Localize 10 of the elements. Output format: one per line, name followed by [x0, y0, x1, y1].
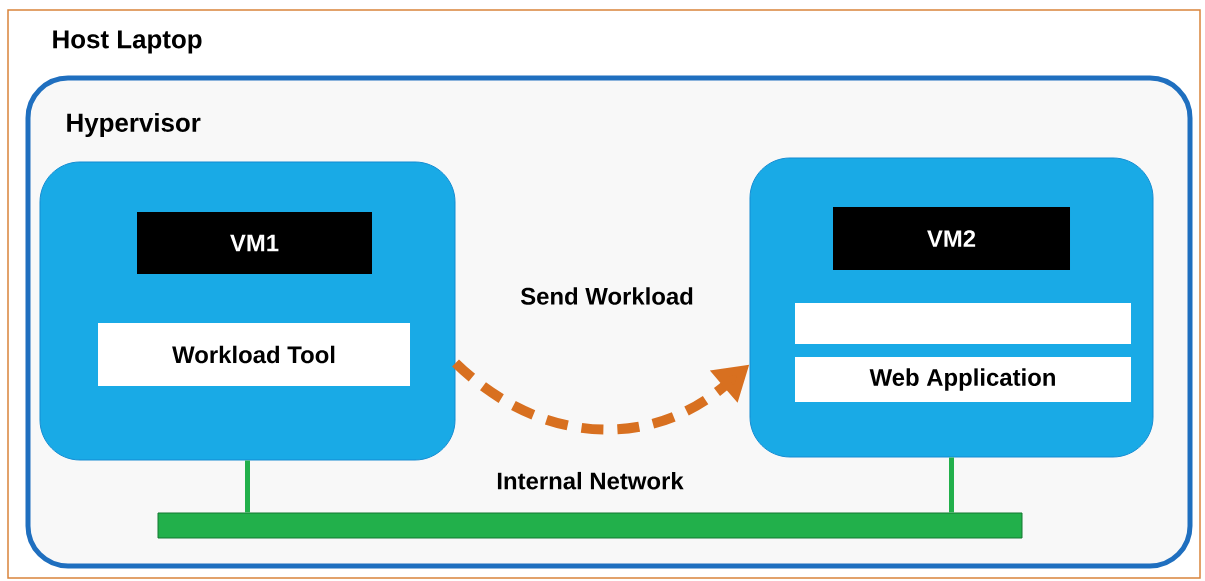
network-bar: Internal Network: [157, 471, 1023, 539]
node-label: Internal Network: [497, 471, 684, 490]
component-box: [795, 303, 1131, 344]
component-box: Web Application: [795, 357, 1131, 402]
edge-label: Send Workload: [518, 285, 696, 307]
component-box: Workload Tool: [98, 323, 410, 386]
vm-label-box: VM1: [137, 212, 372, 274]
network-link: [245, 460, 250, 513]
vm-label-box: VM2: [833, 207, 1070, 270]
network-link: [949, 457, 954, 513]
